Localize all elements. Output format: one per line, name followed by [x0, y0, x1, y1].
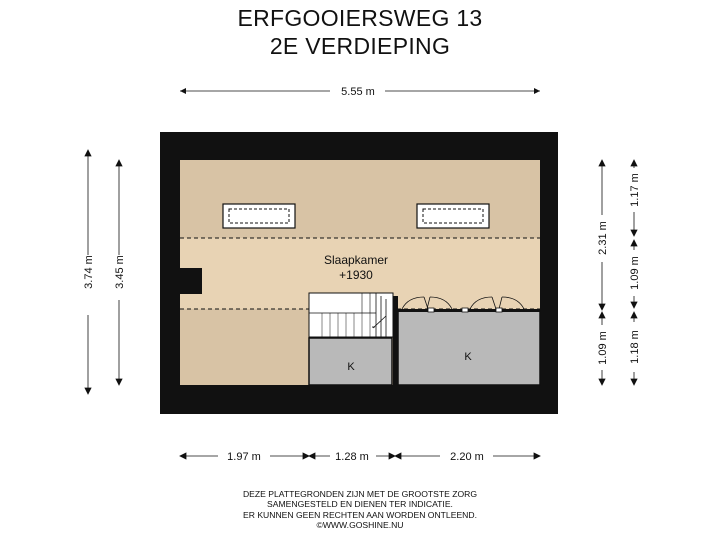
right-lower-label: 1.09 m	[597, 331, 609, 365]
dimension-inner-depth	[115, 159, 123, 386]
floor-title: 2E VERDIEPING	[269, 33, 451, 59]
segment-2-label: 1.28 m	[335, 451, 369, 463]
disclaimer-line-3: ER KUNNEN GEEN RECHTEN AAN WORDEN ONTLEE…	[243, 509, 477, 520]
staircase	[308, 292, 394, 338]
dimension-outer-depth	[84, 149, 92, 395]
storage-wall	[398, 309, 540, 312]
skylight-left	[222, 203, 296, 229]
storage-left-label: K	[347, 361, 355, 373]
storage-right-label: K	[464, 351, 472, 363]
skylight-right	[416, 203, 490, 229]
outer-depth-label: 3.74 m	[83, 255, 95, 289]
address-title: ERFGOOIERSWEG 13	[237, 5, 483, 31]
dimension-far-right-column	[630, 159, 638, 386]
storage-left	[308, 337, 393, 386]
far-right-1-label: 1.17 m	[629, 173, 641, 207]
inner-depth-label: 3.45 m	[114, 255, 126, 289]
far-right-2-label: 1.09 m	[629, 256, 641, 290]
dimension-segments	[179, 452, 541, 460]
far-right-3-label: 1.18 m	[629, 330, 641, 364]
storage-doors	[401, 296, 525, 313]
dimension-total-width: 5.55 m	[180, 86, 540, 98]
room-name: Slaapkamer	[324, 253, 388, 267]
room-level: +1930	[339, 268, 373, 282]
disclaimer-line-1: DEZE PLATTEGRONDEN ZIJN MET DE GROOTSTE …	[242, 489, 478, 499]
storage-right	[397, 310, 541, 386]
segment-1-label: 1.97 m	[227, 451, 261, 463]
partition-wall	[393, 296, 398, 385]
right-upper-label: 2.31 m	[597, 221, 609, 255]
disclaimer-line-4: ©WWW.GOSHINE.NU	[316, 520, 404, 531]
disclaimer-line-2: SAMENGESTELD EN DIENEN TER INDICATIE.	[267, 499, 453, 510]
segment-3-label: 2.20 m	[450, 451, 484, 463]
chimney-notch	[180, 268, 202, 294]
dimension-right-column	[598, 159, 606, 386]
total-width-label: 5.55 m	[341, 86, 375, 98]
disclaimer: DEZE PLATTEGRONDEN ZIJN MET DE GROOTSTE …	[0, 489, 720, 531]
